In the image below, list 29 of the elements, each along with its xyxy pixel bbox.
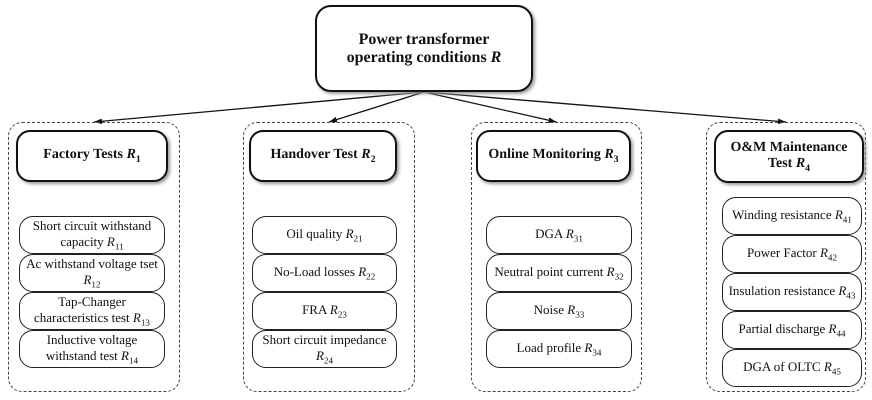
criterion-box: Insulation resistance R$_{43}$: [722, 273, 862, 311]
category-box: O&M Maintenance Test R$_{4}$: [714, 130, 864, 183]
category-box: Handover Test R$_{2}$: [249, 130, 397, 182]
group-frame: [243, 122, 415, 392]
criterion-box: FRA R$_{23}$: [252, 292, 397, 330]
group-frame: [8, 122, 180, 392]
criterion-box: Noise R$_{33}$: [486, 292, 632, 330]
category-box: Online Monitoring R$_{3}$: [476, 130, 631, 182]
criterion-box: DGA R$_{31}$: [486, 216, 632, 254]
criterion-box: Short circuit impedance R$_{24}$: [252, 330, 397, 368]
arrow: [424, 91, 786, 124]
criterion-box: Oil quality R$_{21}$: [252, 216, 397, 254]
criterion-box: Neutral point current R$_{32}$: [486, 254, 632, 292]
criterion-box: Short circuit withstand capacity R$_{11}$: [19, 216, 165, 254]
criterion-box: No-Load losses R$_{22}$: [252, 254, 397, 292]
arrow: [328, 91, 424, 123]
criterion-box: Partial discharge R$_{44}$: [722, 311, 862, 349]
criterion-box: Tap-Changer characteristics test R$_{13}$: [19, 292, 165, 330]
group-frame: [706, 122, 866, 392]
arrow: [424, 91, 557, 123]
criterion-box: DGA of OLTC R$_{45}$: [722, 349, 862, 387]
criterion-box: Load profile R$_{34}$: [486, 330, 632, 368]
root-box: Power transformer operating conditions R: [315, 5, 533, 92]
criterion-box: Power Factor R$_{42}$: [722, 235, 862, 273]
group-frame: [471, 122, 642, 392]
criterion-box: Winding resistance R$_{41}$: [722, 197, 862, 235]
criterion-box: Ac withstand voltage tset R$_{12}$: [19, 254, 165, 292]
criterion-box: Inductive voltage withstand test R$_{14}$: [19, 330, 165, 368]
category-box: Factory Tests R$_{1}$: [16, 130, 168, 182]
